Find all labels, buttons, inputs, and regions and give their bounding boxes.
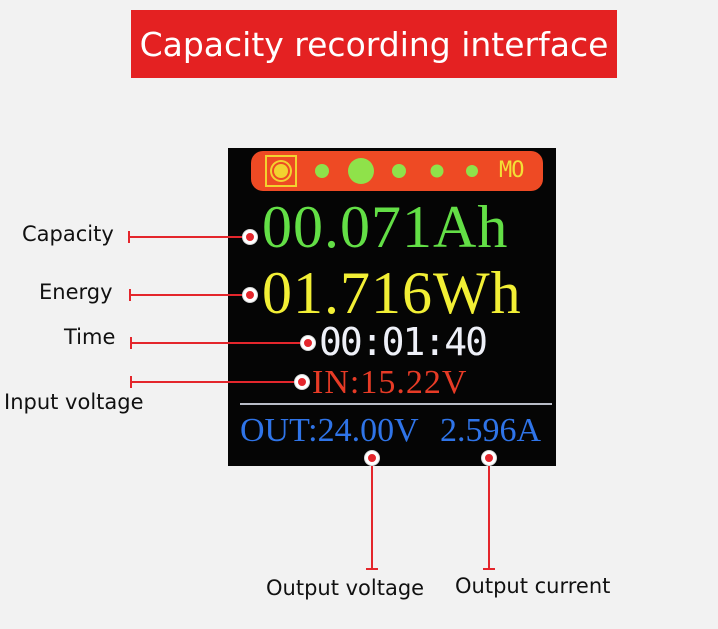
- capacity-reading: 00.071Ah: [262, 194, 509, 260]
- output-current-marker: [482, 451, 496, 465]
- output-current-callout: Output current: [455, 574, 611, 598]
- capacity-leader-tick: [128, 231, 130, 243]
- mode-indicator: MO: [499, 158, 524, 183]
- capacity-leader-line: [129, 236, 249, 238]
- input-voltage-marker: [295, 375, 309, 389]
- output-voltage-callout: Output voltage: [266, 576, 425, 600]
- time-leader-tick: [130, 337, 132, 349]
- status-dot-icon: [392, 164, 406, 178]
- output-voltage-reading: OUT:24.00V: [240, 412, 419, 449]
- output-current-leader-line: [488, 459, 490, 569]
- input-voltage-callout: Input voltage: [4, 390, 144, 414]
- status-dot-large-icon: [348, 158, 374, 184]
- output-voltage-leader-line: [371, 459, 373, 569]
- status-dot-icon: [466, 165, 478, 177]
- output-current-reading: 2.596A: [440, 412, 542, 449]
- sun-icon: [265, 155, 297, 187]
- time-marker: [301, 336, 315, 350]
- output-voltage-leader-tick: [366, 568, 378, 570]
- energy-marker: [243, 288, 257, 302]
- time-leader-line: [131, 342, 307, 344]
- status-dot-icon: [430, 164, 444, 178]
- input-leader-tick: [130, 376, 132, 388]
- input-voltage-reading: IN:15.22V: [312, 364, 468, 401]
- time-reading: 00:01:40: [319, 320, 488, 364]
- status-dot-icon: [315, 164, 329, 178]
- energy-leader-tick: [129, 289, 131, 301]
- energy-callout: Energy: [39, 280, 113, 304]
- output-row: OUT:24.00V 2.596A: [240, 408, 556, 454]
- output-voltage-marker: [365, 451, 379, 465]
- banner-title: Capacity recording interface: [139, 24, 609, 64]
- energy-reading: 01.716Wh: [262, 260, 522, 326]
- time-callout: Time: [64, 325, 116, 349]
- divider: [240, 403, 552, 405]
- energy-leader-line: [130, 294, 250, 296]
- title-banner: Capacity recording interface: [131, 10, 617, 78]
- capacity-callout: Capacity: [22, 222, 114, 246]
- output-current-leader-tick: [483, 568, 495, 570]
- capacity-marker: [243, 230, 257, 244]
- status-bar: MO: [251, 151, 543, 191]
- input-leader-line: [131, 381, 301, 383]
- lcd-screen: MO 00.071Ah 01.716Wh 00:01:40 IN:15.22V …: [228, 148, 556, 466]
